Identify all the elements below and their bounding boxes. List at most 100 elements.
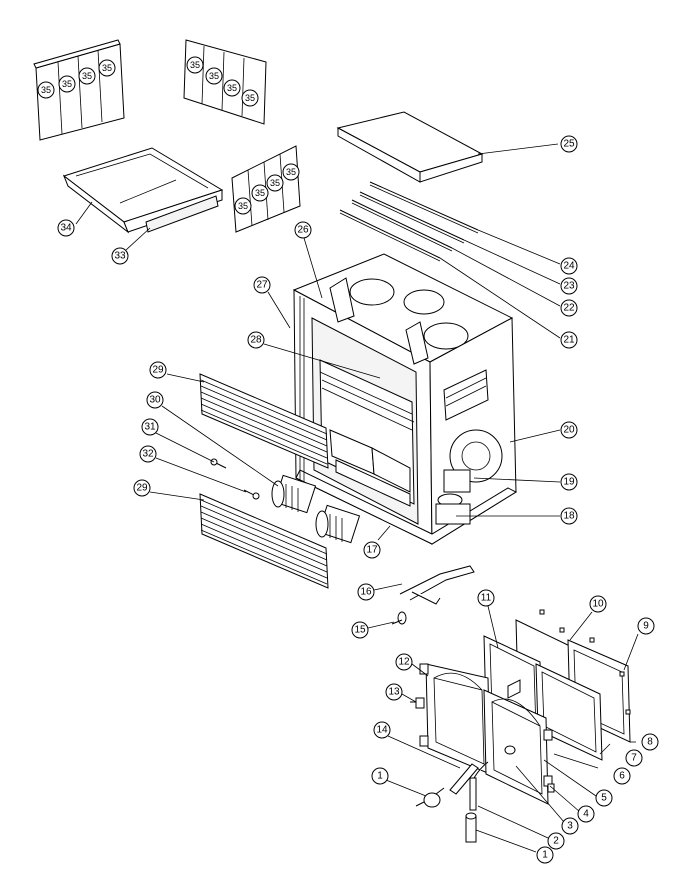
svg-text:8: 8 bbox=[647, 737, 653, 748]
svg-text:29: 29 bbox=[136, 483, 148, 494]
callout-30: 30 bbox=[146, 391, 164, 409]
svg-text:16: 16 bbox=[360, 587, 372, 598]
svg-text:35: 35 bbox=[82, 71, 92, 81]
brick-label: 35 bbox=[234, 197, 252, 215]
callouts: 1 1 2 3 4 5 6 7 8 9 10 11 12 13 14 15 16… bbox=[57, 135, 659, 864]
svg-text:18: 18 bbox=[563, 511, 575, 522]
svg-text:28: 28 bbox=[250, 335, 262, 346]
brick-set-back-right bbox=[183, 39, 267, 125]
brick-labels: 35 35 35 35 35 35 35 35 35 35 35 35 bbox=[37, 56, 300, 215]
bracket bbox=[399, 565, 475, 605]
svg-text:1: 1 bbox=[377, 771, 383, 782]
svg-text:12: 12 bbox=[398, 657, 410, 668]
callout-8: 8 bbox=[641, 733, 659, 751]
svg-text:30: 30 bbox=[149, 395, 161, 406]
callout-2: 2 bbox=[547, 832, 565, 850]
callout-6: 6 bbox=[613, 767, 631, 785]
brick-label: 35 bbox=[78, 67, 96, 85]
svg-text:25: 25 bbox=[563, 139, 575, 150]
svg-text:20: 20 bbox=[563, 425, 575, 436]
svg-text:32: 32 bbox=[142, 449, 154, 460]
callout-14: 14 bbox=[373, 721, 391, 739]
leader-lines bbox=[75, 143, 639, 853]
svg-text:35: 35 bbox=[62, 79, 72, 89]
svg-text:35: 35 bbox=[286, 167, 296, 177]
svg-text:13: 13 bbox=[388, 687, 400, 698]
svg-text:35: 35 bbox=[209, 71, 219, 81]
svg-text:21: 21 bbox=[563, 335, 575, 346]
callout-5: 5 bbox=[595, 789, 613, 807]
svg-text:34: 34 bbox=[60, 223, 72, 234]
callout-18: 18 bbox=[560, 507, 578, 525]
svg-text:35: 35 bbox=[238, 201, 248, 211]
handle-curved bbox=[449, 763, 479, 795]
svg-text:27: 27 bbox=[256, 280, 268, 291]
rods bbox=[339, 181, 479, 262]
callout-32: 32 bbox=[139, 445, 157, 463]
door-left bbox=[419, 663, 491, 775]
callout-1-lower: 1 bbox=[536, 846, 554, 864]
svg-text:26: 26 bbox=[297, 225, 309, 236]
svg-text:29: 29 bbox=[152, 365, 164, 376]
callout-26: 26 bbox=[294, 221, 312, 239]
svg-text:24: 24 bbox=[563, 261, 575, 272]
screw-31 bbox=[210, 458, 227, 469]
svg-text:2: 2 bbox=[553, 836, 559, 847]
svg-text:10: 10 bbox=[592, 599, 604, 610]
callout-27: 27 bbox=[253, 276, 271, 294]
svg-text:9: 9 bbox=[643, 621, 649, 632]
svg-text:15: 15 bbox=[354, 625, 366, 636]
callout-20: 20 bbox=[560, 421, 578, 439]
callout-3: 3 bbox=[561, 817, 579, 835]
callout-15: 15 bbox=[351, 621, 369, 639]
callout-7: 7 bbox=[625, 749, 643, 767]
blower-motor-lower bbox=[315, 504, 361, 544]
svg-text:11: 11 bbox=[481, 593, 492, 604]
callout-19: 19 bbox=[560, 473, 578, 491]
brick-label: 35 bbox=[205, 67, 223, 85]
top-panel bbox=[336, 111, 484, 183]
callout-17: 17 bbox=[363, 541, 381, 559]
callout-4: 4 bbox=[577, 805, 595, 823]
callout-31: 31 bbox=[141, 418, 159, 436]
svg-text:19: 19 bbox=[563, 477, 575, 488]
louver-panel-lower bbox=[199, 493, 329, 589]
blower-motor-upper bbox=[271, 474, 317, 514]
brick-label: 35 bbox=[241, 89, 259, 107]
brick-label: 35 bbox=[266, 174, 284, 192]
callout-21: 21 bbox=[560, 331, 578, 349]
brick-label: 35 bbox=[98, 59, 116, 77]
callout-23: 23 bbox=[560, 277, 578, 295]
svg-text:35: 35 bbox=[102, 63, 112, 73]
stove-body bbox=[292, 253, 518, 545]
brick-label: 35 bbox=[223, 79, 241, 97]
svg-text:7: 7 bbox=[631, 753, 637, 764]
brick-label: 35 bbox=[251, 184, 269, 202]
svg-text:4: 4 bbox=[583, 809, 589, 820]
svg-text:5: 5 bbox=[601, 793, 607, 804]
callout-29-lower: 29 bbox=[133, 479, 151, 497]
screw-32 bbox=[243, 489, 260, 500]
callout-34: 34 bbox=[57, 219, 75, 237]
brick-label: 35 bbox=[58, 75, 76, 93]
svg-text:33: 33 bbox=[114, 251, 126, 262]
svg-text:31: 31 bbox=[144, 422, 156, 433]
door-right bbox=[483, 689, 553, 805]
svg-text:22: 22 bbox=[563, 303, 575, 314]
callout-29-upper: 29 bbox=[149, 361, 167, 379]
brick-label: 35 bbox=[186, 56, 204, 74]
callout-9: 9 bbox=[637, 617, 655, 635]
brick-label: 35 bbox=[37, 81, 55, 99]
callout-13: 13 bbox=[385, 683, 403, 701]
callout-10: 10 bbox=[589, 595, 607, 613]
handle-rod bbox=[469, 761, 489, 811]
callout-25: 25 bbox=[560, 135, 578, 153]
callout-1-upper: 1 bbox=[371, 767, 389, 785]
svg-text:35: 35 bbox=[190, 60, 200, 70]
svg-text:35: 35 bbox=[270, 178, 280, 188]
callout-16: 16 bbox=[357, 583, 375, 601]
svg-text:23: 23 bbox=[563, 281, 575, 292]
callout-28: 28 bbox=[247, 331, 265, 349]
handle-lower bbox=[465, 812, 477, 843]
